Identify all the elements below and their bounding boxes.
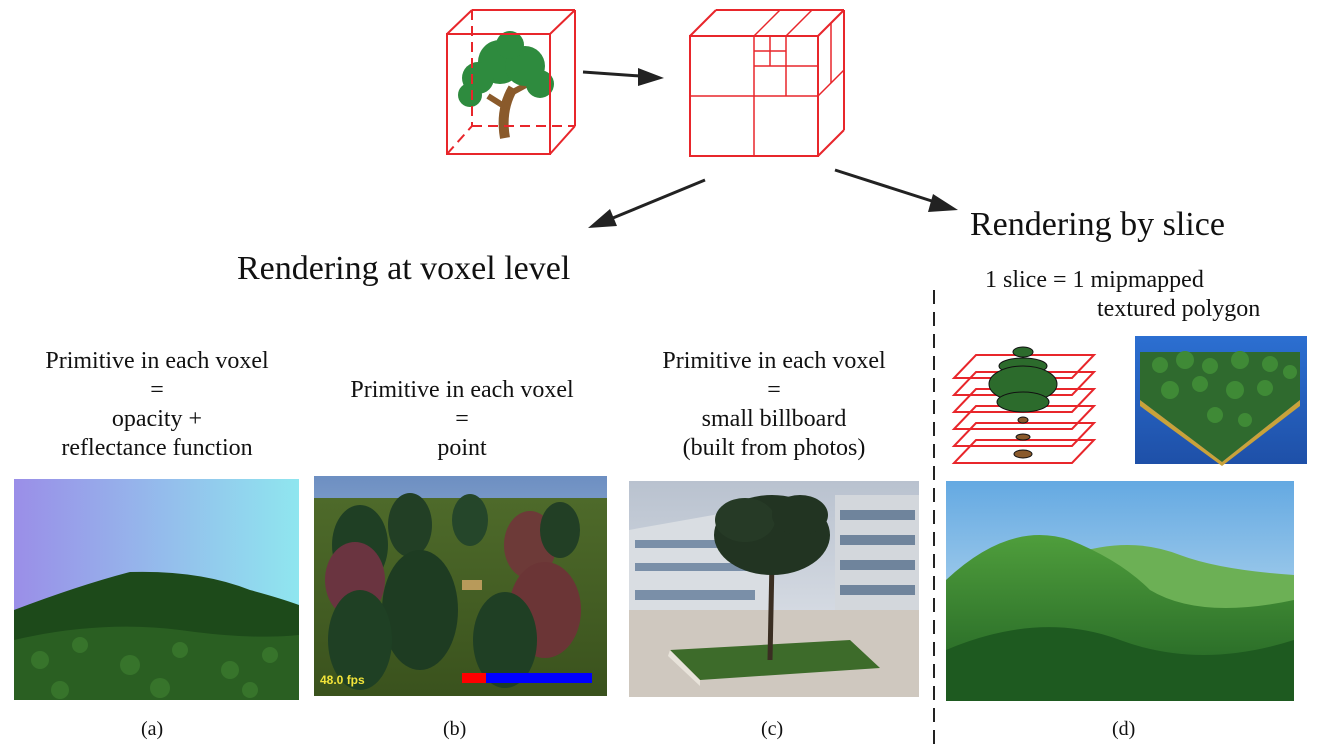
panel-c-line2: =	[767, 377, 781, 403]
progress-bar-blue	[486, 673, 592, 683]
heading-rendering-voxel-level: Rendering at voxel level	[237, 250, 571, 287]
arrow-right-icon	[582, 68, 664, 86]
panel-b-line2: =	[455, 406, 469, 432]
image-a	[14, 479, 299, 700]
progress-bar-red	[462, 673, 486, 683]
arrow-down-right-icon	[834, 168, 958, 212]
arrow-down-left-icon	[588, 178, 706, 228]
octree-cube	[689, 9, 845, 157]
tree-icon	[458, 31, 554, 139]
image-c	[629, 481, 919, 697]
caption-b: (b)	[443, 718, 467, 740]
fps-counter: 48.0 fps	[320, 673, 365, 687]
image-d	[946, 481, 1294, 701]
panel-a-line2: =	[150, 377, 164, 403]
forest-square-image	[1135, 336, 1307, 466]
caption-d: (d)	[1112, 718, 1136, 740]
slice-stack	[951, 346, 1097, 464]
slice-definition-line2: textured polygon	[1097, 296, 1261, 322]
panel-a-line4: reflectance function	[61, 435, 253, 461]
panel-b-line3: point	[437, 435, 487, 461]
panel-c-line4: (built from photos)	[682, 435, 866, 461]
image-b	[314, 476, 607, 696]
panel-a-line1: Primitive in each voxel	[45, 348, 269, 374]
panel-a-line3: opacity +	[111, 406, 203, 432]
heading-rendering-by-slice: Rendering by slice	[970, 206, 1225, 243]
panel-b-line1: Primitive in each voxel	[350, 377, 574, 403]
slice-definition-line1: 1 slice = 1 mipmapped	[985, 267, 1204, 293]
caption-c: (c)	[761, 718, 784, 740]
panel-c-line3: small billboard	[701, 406, 847, 432]
caption-a: (a)	[141, 718, 164, 740]
panel-c-line1: Primitive in each voxel	[662, 348, 886, 374]
cube-with-tree	[446, 9, 576, 155]
